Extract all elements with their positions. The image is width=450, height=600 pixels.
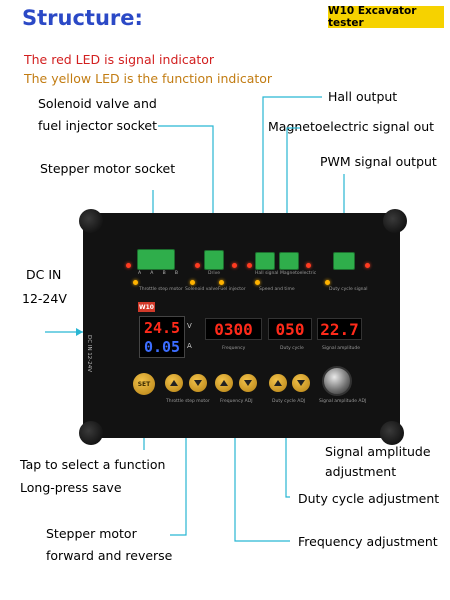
magneto-terminal[interactable]	[279, 252, 299, 270]
callout-line-frequency	[234, 396, 290, 542]
caption-hall: Hall signal	[255, 271, 279, 276]
caption-frequency-buttons: Frequency ADJ	[220, 399, 253, 404]
frequency-display: 0300	[205, 318, 262, 340]
led-fuel-yellow	[219, 280, 224, 285]
caption-magneto: Magnetoelectric	[280, 271, 317, 276]
duty-down-button[interactable]	[292, 374, 310, 392]
yellow-led-legend: The yellow LED is the function indicator	[24, 71, 273, 86]
label-duty-adjustment: Duty cycle adjustment	[298, 491, 440, 506]
pwm-terminal[interactable]	[333, 252, 355, 270]
label-long-press: Long-press save	[20, 480, 122, 495]
label-signal-amplitude-line2: adjustment	[325, 464, 397, 479]
pin-label: A	[138, 271, 142, 276]
screw-top-right	[383, 209, 407, 233]
set-button[interactable]: SET	[133, 373, 155, 395]
duty-display: 050	[268, 318, 312, 340]
label-stepper-motor-line2: forward and reverse	[46, 548, 173, 563]
page-title: Structure:	[22, 6, 143, 30]
caption-stepper-buttons: Throttle step motor	[166, 399, 210, 404]
label-solenoid-line2: fuel injector socket	[38, 118, 157, 133]
screw-bottom-left	[79, 421, 103, 445]
callout-line-solenoid	[158, 125, 214, 243]
caption-duty-buttons: Duty cycle ADJ	[272, 399, 306, 404]
led-stepper-red	[126, 263, 131, 268]
label-dc-voltage: 12-24V	[22, 291, 67, 306]
pin-label: B	[174, 271, 178, 276]
up-arrow-icon	[274, 380, 282, 386]
led-fuel-red	[232, 263, 237, 268]
callout-line-stepper-motor	[170, 396, 187, 536]
pin-label: B	[162, 271, 166, 276]
caption-amplitude: Signal amplitude	[322, 346, 360, 351]
model-badge: W10 Excavator tester	[328, 5, 444, 29]
dc-vertical-text: DC IN 12-24V	[86, 335, 92, 373]
led-solenoid-red	[195, 263, 200, 268]
frequency-up-button[interactable]	[215, 374, 233, 392]
amplitude-knob[interactable]	[322, 366, 352, 396]
voltage-display: 24.5	[142, 318, 182, 337]
stepper-pin-labels: A A B B	[138, 271, 178, 276]
led-solenoid-yellow	[190, 280, 195, 285]
label-stepper-socket: Stepper motor socket	[40, 161, 176, 176]
label-hall-output: Hall output	[328, 89, 398, 104]
label-pwm-output: PWM signal output	[320, 154, 437, 169]
label-dc-in: DC IN	[26, 267, 62, 282]
screw-top-left	[79, 209, 103, 233]
duty-up-button[interactable]	[269, 374, 287, 392]
callout-line-hall	[262, 96, 322, 245]
caption-duty: Duty cycle	[280, 346, 304, 351]
led-duty-yellow	[325, 280, 330, 285]
caption-drive: Drive	[208, 271, 220, 276]
led-pwm-red	[365, 263, 370, 268]
caption-speed: Speed and time	[259, 287, 295, 292]
down-arrow-icon	[194, 380, 202, 386]
led-speed-yellow	[255, 280, 260, 285]
hall-terminal[interactable]	[255, 252, 275, 270]
stepper-down-button[interactable]	[189, 374, 207, 392]
up-arrow-icon	[170, 380, 178, 386]
red-led-legend: The red LED is signal indicator	[24, 52, 215, 67]
led-magneto-red	[306, 263, 311, 268]
caption-throttle: Throttle step motor	[139, 287, 183, 292]
led-hall-red	[247, 263, 252, 268]
down-arrow-icon	[297, 380, 305, 386]
caption-amplitude-knob: Signal amplitude ADJ	[319, 399, 367, 404]
caption-solenoid: Solenoid valve	[185, 287, 218, 292]
screw-bottom-right	[380, 421, 404, 445]
label-signal-amplitude-line1: Signal amplitude	[325, 444, 431, 459]
label-tap-select: Tap to select a function	[20, 457, 166, 472]
label-frequency-adjustment: Frequency adjustment	[298, 534, 438, 549]
arrow-dc	[76, 328, 83, 336]
stepper-up-button[interactable]	[165, 374, 183, 392]
stepper-terminal[interactable]	[137, 249, 175, 270]
unit-volt: V	[187, 322, 192, 330]
up-arrow-icon	[220, 380, 228, 386]
pin-label: A	[150, 271, 154, 276]
amplitude-display: 22.7	[317, 318, 362, 340]
label-stepper-motor-line1: Stepper motor	[46, 526, 137, 541]
callout-line-magneto	[286, 127, 300, 245]
unit-amp: A	[187, 342, 192, 350]
frequency-down-button[interactable]	[239, 374, 257, 392]
solenoid-terminal[interactable]	[204, 250, 224, 270]
label-magnetoelectric: Magnetoelectric signal out	[268, 119, 435, 134]
label-solenoid-line1: Solenoid valve and	[38, 96, 157, 111]
model-tag: W10	[138, 302, 155, 312]
caption-frequency: Frequency	[222, 346, 246, 351]
caption-fuel: Fuel injector	[218, 287, 246, 292]
led-throttle-yellow	[133, 280, 138, 285]
current-display: 0.05	[142, 337, 182, 356]
caption-duty-signal: Duty cycle signal	[329, 287, 368, 292]
down-arrow-icon	[244, 380, 252, 386]
